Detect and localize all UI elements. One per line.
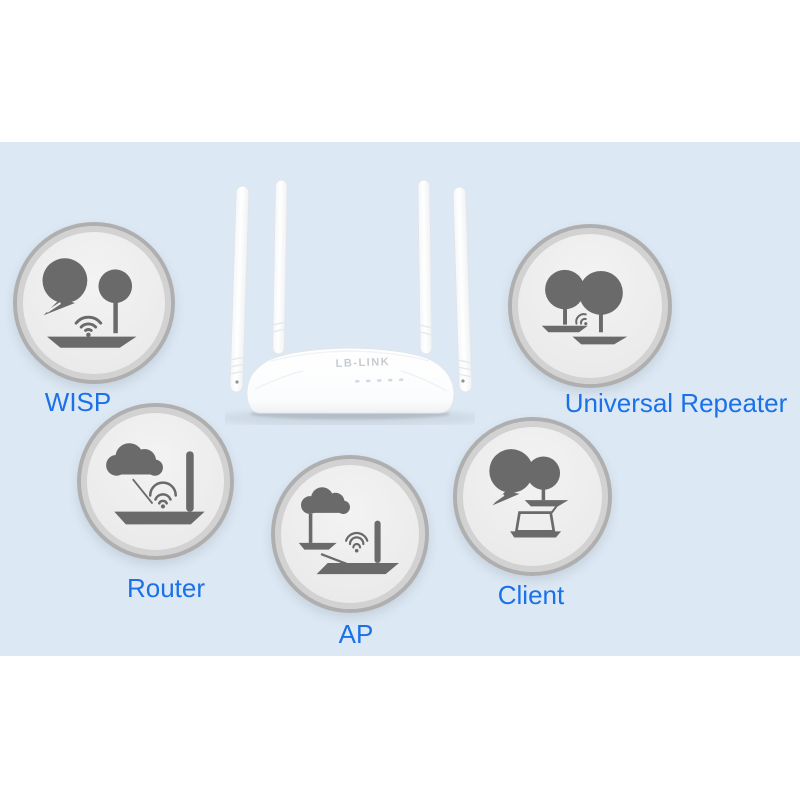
mode-circle-wisp [13,222,175,384]
router-device-photo: LB-LINK [225,179,475,425]
mode-circle-universal-repeater [508,224,672,388]
mode-label-universal-repeater: Universal Repeater [564,388,788,418]
mode-label-ap: AP [338,619,374,649]
mode-label-router: Router [126,573,206,603]
mode-label-client: Client [497,580,565,610]
router-mode-icon [105,443,205,525]
led-indicators [355,378,404,383]
router-body: LB-LINK [246,347,455,414]
antenna [452,186,473,393]
mode-circle-client [453,417,612,576]
universal-repeater-mode-icon [541,269,628,345]
antenna [417,179,433,355]
client-mode-icon [488,448,568,538]
antenna [229,185,250,393]
antenna [272,179,288,355]
mode-circle-ap [271,455,429,613]
ap-mode-icon [298,487,399,575]
wisp-icon [42,258,137,348]
mode-label-wisp: WISP [44,387,112,417]
brand-label: LB-LINK [335,356,390,370]
mode-circle-router [77,403,234,560]
